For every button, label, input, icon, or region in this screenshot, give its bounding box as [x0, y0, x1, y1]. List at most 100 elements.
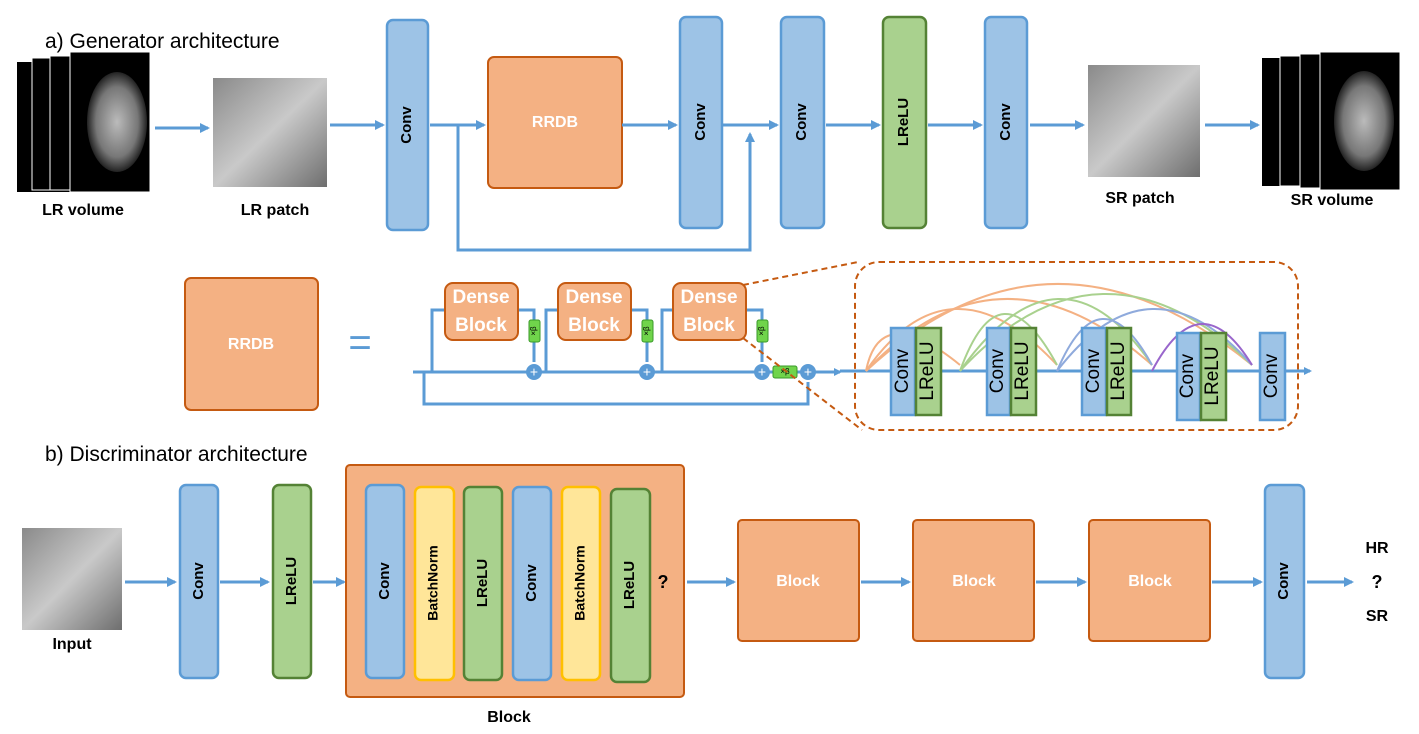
svg-text:Dense: Dense [452, 287, 509, 308]
dense-conv: Conv [1175, 331, 1202, 422]
dense-conv: Conv [1258, 331, 1287, 422]
sr-patch-label: SR patch [1105, 190, 1174, 207]
svg-text:Block: Block [568, 315, 620, 336]
lr-volume-label: LR volume [42, 202, 124, 219]
rrdb-block [487, 56, 623, 189]
input-label: Input [52, 636, 92, 653]
equals-sign: = [348, 321, 371, 365]
generator-title: a) Generator architecture [45, 30, 280, 53]
conv-label: Conv [1275, 562, 1292, 600]
conv-layer [1263, 483, 1306, 680]
svg-text:LReLU: LReLU [917, 341, 938, 400]
svg-text:+: + [804, 364, 812, 380]
dense-conv: Conv [1080, 326, 1108, 417]
conv-label: Conv [398, 106, 415, 144]
conv-layer [178, 483, 220, 680]
conv-layer [511, 485, 553, 682]
sr-volume-label: SR volume [1291, 192, 1374, 209]
rrdb-block [184, 277, 319, 411]
sr-label: SR [1366, 608, 1389, 625]
lrelu-layer [462, 485, 504, 682]
conv-label: Conv [793, 103, 810, 141]
batchnorm-layer [413, 485, 456, 682]
block [737, 519, 860, 642]
block-label: Block [1128, 573, 1172, 590]
svg-text:LReLU: LReLU [1202, 346, 1223, 405]
beta-scale: ×β [756, 319, 769, 343]
rrdb-label: RRDB [228, 336, 274, 353]
svg-text:Conv: Conv [1083, 348, 1104, 393]
svg-text:Conv: Conv [1261, 353, 1282, 398]
svg-text:+: + [758, 364, 766, 380]
svg-text:Dense: Dense [680, 287, 737, 308]
batchnorm-layer [560, 485, 602, 682]
lr-patch-label: LR patch [241, 202, 309, 219]
svg-text:Conv: Conv [892, 348, 913, 393]
zoom-callout [742, 261, 1299, 431]
block [1088, 519, 1211, 642]
input-image [22, 528, 122, 630]
svg-text:Dense: Dense [565, 287, 622, 308]
conv-layer [779, 15, 826, 230]
add-node: + [639, 364, 655, 380]
lr-patch-image [213, 78, 327, 187]
block-label: Block [952, 573, 996, 590]
lrelu-label: LReLU [621, 561, 638, 609]
add-node: + [800, 364, 816, 380]
conv-label: Conv [997, 103, 1014, 141]
svg-text:+: + [643, 364, 651, 380]
conv-layer [678, 15, 724, 230]
block-caption: Block [487, 709, 531, 726]
batchnorm-label: BatchNorm [572, 545, 588, 620]
conv-label: Conv [376, 562, 393, 600]
conv-label: Conv [190, 562, 207, 600]
dense-lrelu: LReLU [1105, 326, 1133, 417]
conv-label: Conv [523, 564, 540, 602]
svg-text:Block: Block [455, 315, 507, 336]
lrelu-label: LReLU [895, 98, 912, 146]
batchnorm-label: BatchNorm [425, 545, 441, 620]
conv-layer [364, 483, 406, 680]
lr-volume-image [17, 51, 151, 193]
svg-text:Conv: Conv [987, 348, 1008, 393]
dense-lrelu: LReLU [1199, 331, 1228, 422]
sr-patch-image [1088, 65, 1200, 177]
block-label: Block [776, 573, 820, 590]
conv-label: Conv [692, 103, 709, 141]
beta-scale: ×β [528, 319, 541, 343]
svg-text:×β: ×β [642, 326, 651, 336]
svg-text:×β: ×β [757, 326, 766, 336]
skip-connection [456, 125, 755, 252]
conv-layer [983, 15, 1029, 230]
svg-text:Conv: Conv [1177, 353, 1198, 398]
svg-text:×β: ×β [529, 326, 538, 336]
svg-text:Block: Block [683, 315, 735, 336]
discriminator-title: b) Discriminator architecture [45, 443, 308, 466]
rrdb-label: RRDB [532, 114, 578, 131]
svg-text:LReLU: LReLU [1012, 341, 1033, 400]
dense-conv: Conv [889, 326, 917, 417]
question-mark: ? [1372, 572, 1383, 592]
svg-text:LReLU: LReLU [1108, 341, 1129, 400]
svg-text:+: + [530, 364, 538, 380]
lrelu-layer [881, 15, 928, 230]
conv-layer [385, 18, 430, 232]
dense-lrelu: LReLU [914, 326, 943, 417]
dense-conv: Conv [985, 326, 1012, 417]
hr-label: HR [1365, 540, 1389, 557]
dense-lrelu: LReLU [1009, 326, 1038, 417]
question-mark-inner: ? [658, 572, 669, 592]
block [912, 519, 1035, 642]
lrelu-label: LReLU [474, 559, 491, 607]
lrelu-label: LReLU [283, 557, 300, 605]
add-node: + [526, 364, 542, 380]
lrelu-layer [271, 483, 313, 680]
add-node: + [754, 364, 770, 380]
beta-scale: ×β [641, 319, 654, 343]
lrelu-layer [609, 487, 652, 684]
sr-volume-image [1262, 51, 1401, 191]
